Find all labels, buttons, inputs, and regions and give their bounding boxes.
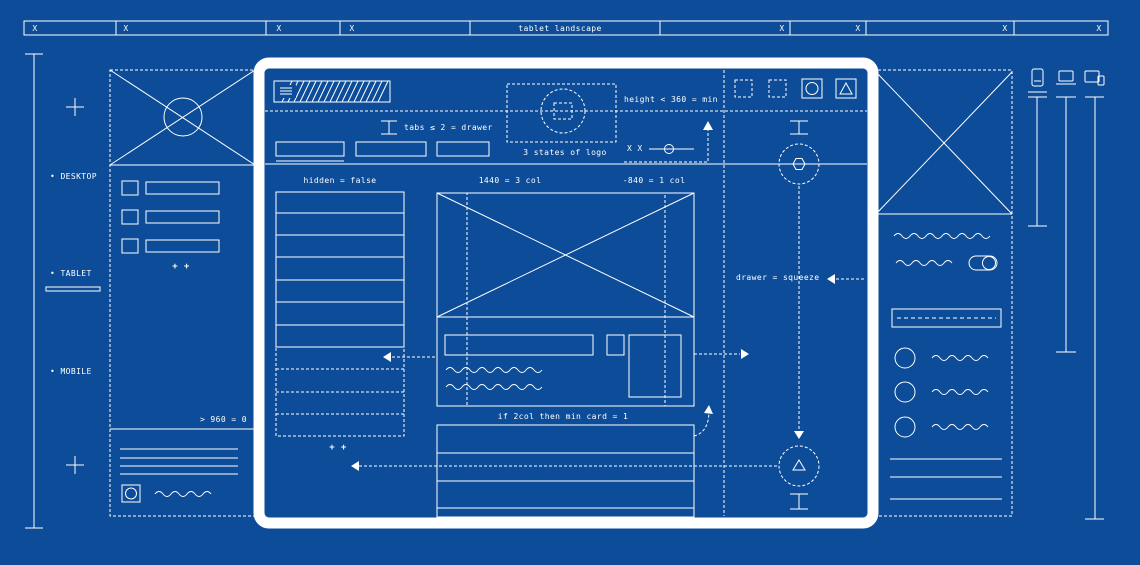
top-bar-cell: X xyxy=(276,23,282,33)
top-bar-cell: X xyxy=(123,23,129,33)
three-col-rule-label: 1440 = 3 col xyxy=(478,176,542,185)
top-bar xyxy=(23,20,1109,36)
height-rule-label: height < 360 = min xyxy=(624,95,718,104)
top-bar-cell: X xyxy=(1096,23,1102,33)
left-panel xyxy=(109,69,261,517)
breakpoint-mobile-label: MOBILE xyxy=(50,367,92,376)
desktop-monitor-icon xyxy=(1084,70,1100,83)
one-col-rule-label: -840 = 1 col xyxy=(622,176,686,185)
content-card xyxy=(436,192,749,407)
tablet-indicator xyxy=(45,286,101,292)
top-bar-cell: X xyxy=(349,23,355,33)
logo-states-label: 3 states of logo xyxy=(523,148,607,157)
tablet-header xyxy=(265,70,867,516)
card-rule-label: if 2col then min card = 1 xyxy=(497,412,629,421)
top-bar-cell: X xyxy=(32,23,38,33)
top-bar-title: tablet landscape xyxy=(518,23,602,33)
phone-icon xyxy=(1031,68,1044,87)
drawer-rule-label: drawer = squeeze xyxy=(736,273,820,282)
more-marker: + + xyxy=(172,262,190,272)
breakpoint-desktop-label: DESKTOP xyxy=(50,172,97,181)
right-panel xyxy=(867,69,1013,517)
tablet-frame xyxy=(253,57,879,529)
list-column xyxy=(275,191,436,437)
bottom-list xyxy=(351,405,777,518)
more-marker: + + xyxy=(329,443,347,453)
top-bar-cell: X xyxy=(779,23,785,33)
drawer-column xyxy=(778,120,865,510)
min-width-note: > 960 = 0 xyxy=(200,415,247,424)
breakpoint-tablet-label: TABLET xyxy=(50,269,92,278)
top-bar-cell: X xyxy=(855,23,861,33)
left-dimension-rule xyxy=(25,53,101,529)
tabs-rule-label: tabs ≤ 2 = drawer xyxy=(404,123,493,132)
device-rules xyxy=(1028,68,1105,520)
top-bar-cell: X xyxy=(1002,23,1008,33)
laptop-icon xyxy=(1058,70,1074,82)
toggle-label: X X xyxy=(627,144,643,153)
hidden-rule-label: hidden = false xyxy=(303,176,377,185)
